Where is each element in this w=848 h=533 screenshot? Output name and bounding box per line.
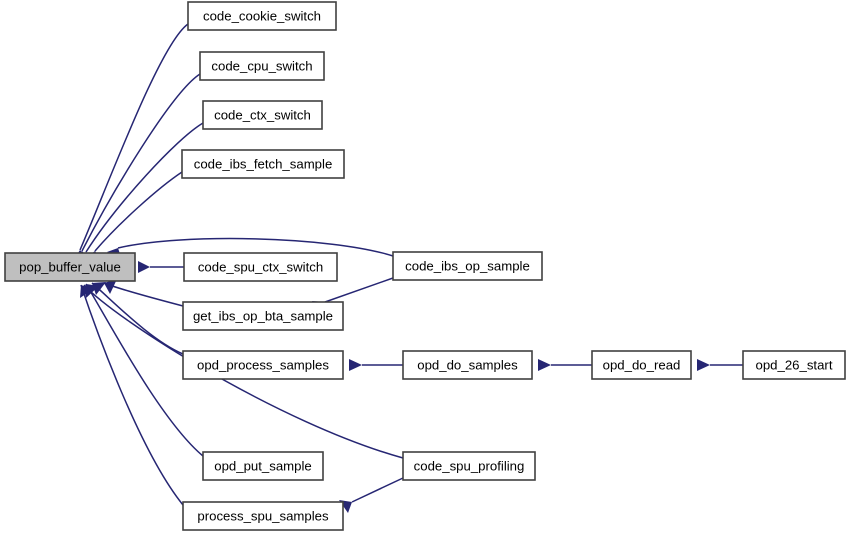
node-box[interactable] xyxy=(181,149,345,179)
edge-code_ctx_switch-to-pop_buffer_value xyxy=(76,122,204,263)
node-box[interactable] xyxy=(742,350,846,380)
node-box[interactable] xyxy=(187,1,337,31)
node-label: code_ibs_op_sample xyxy=(405,258,530,273)
edge-line xyxy=(81,73,201,252)
node-box[interactable] xyxy=(392,251,543,281)
node-opd_process_samples[interactable]: opd_process_samples xyxy=(182,350,344,380)
node-label: opd_26_start xyxy=(756,357,833,372)
node-label: code_ctx_switch xyxy=(214,107,311,122)
node-label: code_cookie_switch xyxy=(203,8,321,23)
arrowhead-icon xyxy=(92,282,106,295)
node-box[interactable] xyxy=(402,350,533,380)
node-pop_buffer_value[interactable]: pop_buffer_value xyxy=(4,252,136,282)
edge-line xyxy=(351,477,404,503)
edge-opd_do_read-to-opd_do_samples xyxy=(538,359,592,371)
arrowhead-icon xyxy=(697,359,710,371)
arrowhead-icon xyxy=(80,285,93,298)
arrowhead-icon xyxy=(349,359,362,371)
edge-line xyxy=(79,23,189,251)
edge-line xyxy=(85,283,204,457)
node-box[interactable] xyxy=(402,451,536,481)
edge-code_spu_ctx_switch-to-pop_buffer_value xyxy=(138,261,184,273)
node-label: pop_buffer_value xyxy=(19,259,121,274)
edge-line xyxy=(85,122,204,253)
node-label: opd_do_read xyxy=(603,357,681,372)
node-process_spu_samples[interactable]: process_spu_samples xyxy=(182,501,344,531)
edge-code_spu_profiling-to-process_spu_samples xyxy=(339,477,404,513)
node-box[interactable] xyxy=(591,350,692,380)
node-label: opd_do_samples xyxy=(417,357,518,372)
node-label: get_ibs_op_bta_sample xyxy=(193,308,333,323)
node-label: code_spu_ctx_switch xyxy=(198,259,323,274)
edge-opd_process_samples-to-pop_buffer_value xyxy=(91,282,184,355)
node-box[interactable] xyxy=(182,501,344,531)
node-box[interactable] xyxy=(182,350,344,380)
node-get_ibs_op_bta_sample[interactable]: get_ibs_op_bta_sample xyxy=(182,301,344,331)
node-code_ibs_op_sample[interactable]: code_ibs_op_sample xyxy=(392,251,543,281)
arrowhead-icon xyxy=(538,359,551,371)
edge-line xyxy=(117,237,394,257)
node-code_spu_profiling[interactable]: code_spu_profiling xyxy=(402,451,536,481)
node-label: opd_process_samples xyxy=(197,357,329,372)
edge-line xyxy=(324,277,394,303)
node-code_ctx_switch[interactable]: code_ctx_switch xyxy=(202,100,323,130)
edge-get_ibs_op_bta_sample-to-pop_buffer_value xyxy=(103,279,184,307)
arrowhead-icon xyxy=(138,261,150,273)
edge-line xyxy=(103,282,184,307)
node-label: code_ibs_fetch_sample xyxy=(194,156,333,171)
node-box[interactable] xyxy=(202,100,323,130)
edge-opd_26_start-to-opd_do_read xyxy=(697,359,743,371)
node-opd_do_samples[interactable]: opd_do_samples xyxy=(402,350,533,380)
edge-line xyxy=(80,284,184,506)
edge-code_cookie_switch-to-pop_buffer_value xyxy=(72,23,189,262)
node-box[interactable] xyxy=(182,301,344,331)
arrowhead-icon xyxy=(104,279,117,294)
node-code_cookie_switch[interactable]: code_cookie_switch xyxy=(187,1,337,31)
node-box[interactable] xyxy=(183,252,338,282)
node-layer: pop_buffer_value code_cookie_switch code_c… xyxy=(4,1,846,531)
node-opd_26_start[interactable]: opd_26_start xyxy=(742,350,846,380)
node-label: opd_put_sample xyxy=(214,458,312,473)
node-label: process_spu_samples xyxy=(197,508,329,523)
edge-line xyxy=(94,171,183,252)
node-opd_do_read[interactable]: opd_do_read xyxy=(591,350,692,380)
node-box[interactable] xyxy=(199,51,325,81)
edge-code_ibs_fetch_sample-to-pop_buffer_value xyxy=(84,171,183,262)
node-label: code_cpu_switch xyxy=(211,58,312,73)
node-label: code_spu_profiling xyxy=(414,458,525,473)
edge-opd_do_samples-to-opd_process_samples xyxy=(349,359,403,371)
edge-process_spu_samples-to-pop_buffer_value xyxy=(80,284,184,506)
node-code_ibs_fetch_sample[interactable]: code_ibs_fetch_sample xyxy=(181,149,345,179)
node-code_cpu_switch[interactable]: code_cpu_switch xyxy=(199,51,325,81)
node-opd_put_sample[interactable]: opd_put_sample xyxy=(202,451,324,481)
edge-code_cpu_switch-to-pop_buffer_value xyxy=(73,73,201,262)
node-box[interactable] xyxy=(4,252,136,282)
node-box[interactable] xyxy=(202,451,324,481)
node-code_spu_ctx_switch[interactable]: code_spu_ctx_switch xyxy=(183,252,338,282)
